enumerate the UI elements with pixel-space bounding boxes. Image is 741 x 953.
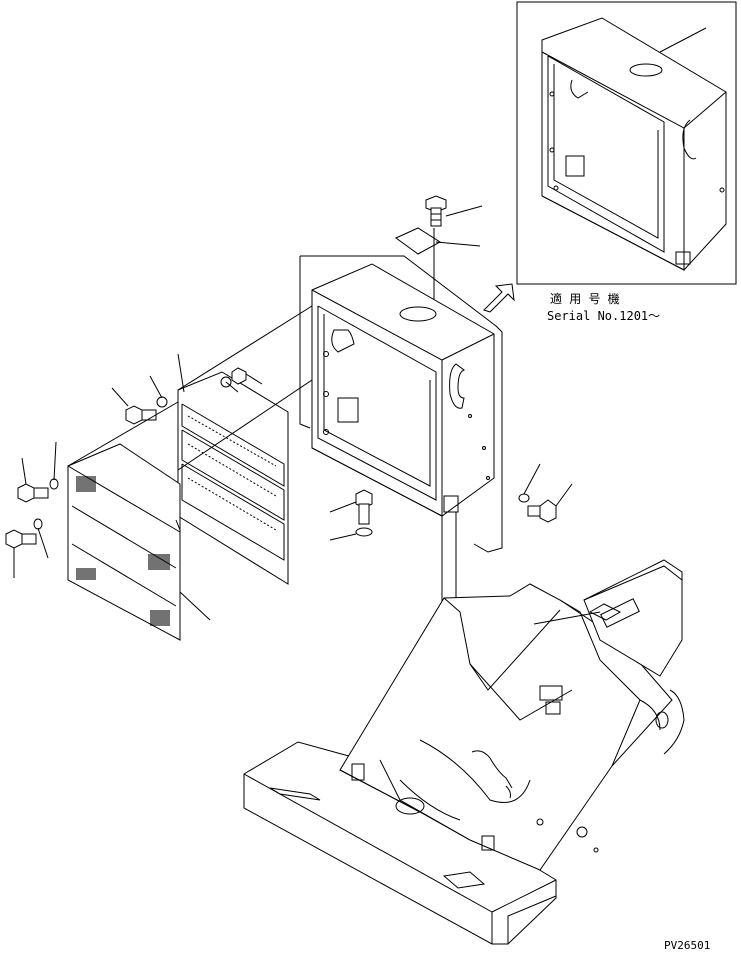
inset-frame [516,1,737,285]
chassis-frame [243,559,685,945]
serial-label-jp: 適 用 号 機 [550,291,620,306]
outer-grille-panel [67,401,211,641]
outer-panel-bolts [5,441,59,578]
serial-label-en: Serial No.1201～ [547,309,660,323]
main-cover-box [299,255,503,872]
box-bottom-bolt [329,489,373,541]
top-bolt [425,195,483,227]
right-side-bolt [518,463,573,523]
inner-grille-panel [177,305,313,585]
inset-cover-box [541,17,727,271]
inset-arrow [483,283,515,313]
top-cover-plate [395,227,481,318]
inner-panel-nuts [111,367,263,425]
drawing-number: PV26501 [664,939,710,952]
inset-detail: 適 用 号 機 Serial No.1201～ [483,1,737,323]
